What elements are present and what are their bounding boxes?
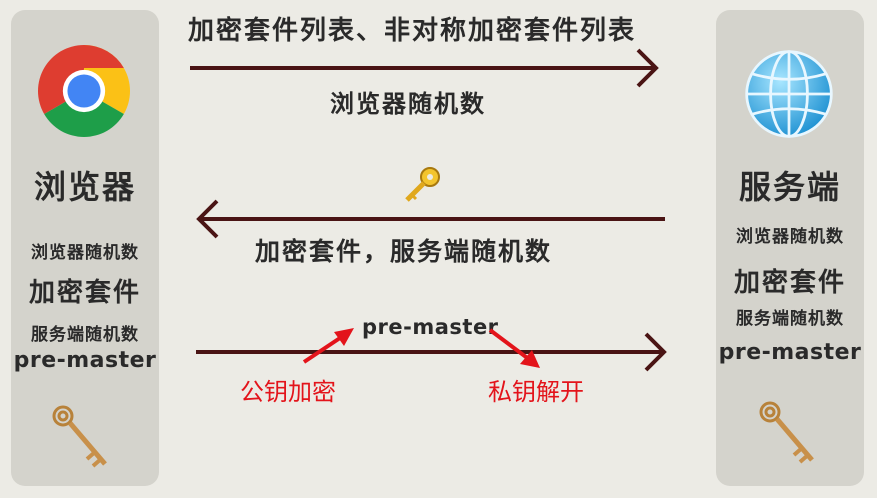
arrow-to-server-2 — [196, 332, 668, 372]
server-panel: 服务端 浏览器随机数 加密套件 服务端随机数 pre-master — [716, 10, 864, 486]
red-pointer-arrow-decrypt — [488, 328, 544, 370]
decrypt-annotation: 私钥解开 — [488, 378, 584, 406]
msg2-label: 加密套件，服务端随机数 — [255, 237, 553, 266]
browser-item-browser-random: 浏览器随机数 — [31, 243, 139, 263]
browser-title: 浏览器 — [33, 168, 136, 206]
server-item-cipher-suite: 加密套件 — [733, 268, 846, 298]
browser-item-cipher-suite: 加密套件 — [28, 278, 141, 308]
msg1-label-top: 加密套件列表、非对称加密套件列表 — [188, 16, 637, 46]
arrow-to-browser — [195, 199, 667, 239]
globe-icon — [743, 48, 835, 140]
msg3-label: pre-master — [362, 315, 499, 339]
server-item-pre-master: pre-master — [718, 340, 862, 365]
server-title: 服务端 — [738, 168, 841, 206]
key-icon — [756, 398, 822, 468]
browser-item-pre-master: pre-master — [13, 348, 157, 373]
arrow-to-server-1 — [190, 48, 662, 88]
server-item-browser-random: 浏览器随机数 — [736, 227, 844, 247]
encrypt-annotation: 公钥加密 — [240, 378, 336, 406]
msg1-label-bottom: 浏览器随机数 — [330, 90, 486, 118]
chrome-logo-icon — [38, 45, 130, 137]
server-item-server-random: 服务端随机数 — [736, 309, 844, 329]
browser-panel: 浏览器 浏览器随机数 加密套件 服务端随机数 pre-master — [11, 10, 159, 486]
red-pointer-arrow-encrypt — [298, 326, 358, 368]
browser-item-server-random: 服务端随机数 — [31, 325, 139, 345]
gold-key-icon — [403, 166, 443, 204]
key-icon — [49, 402, 115, 472]
